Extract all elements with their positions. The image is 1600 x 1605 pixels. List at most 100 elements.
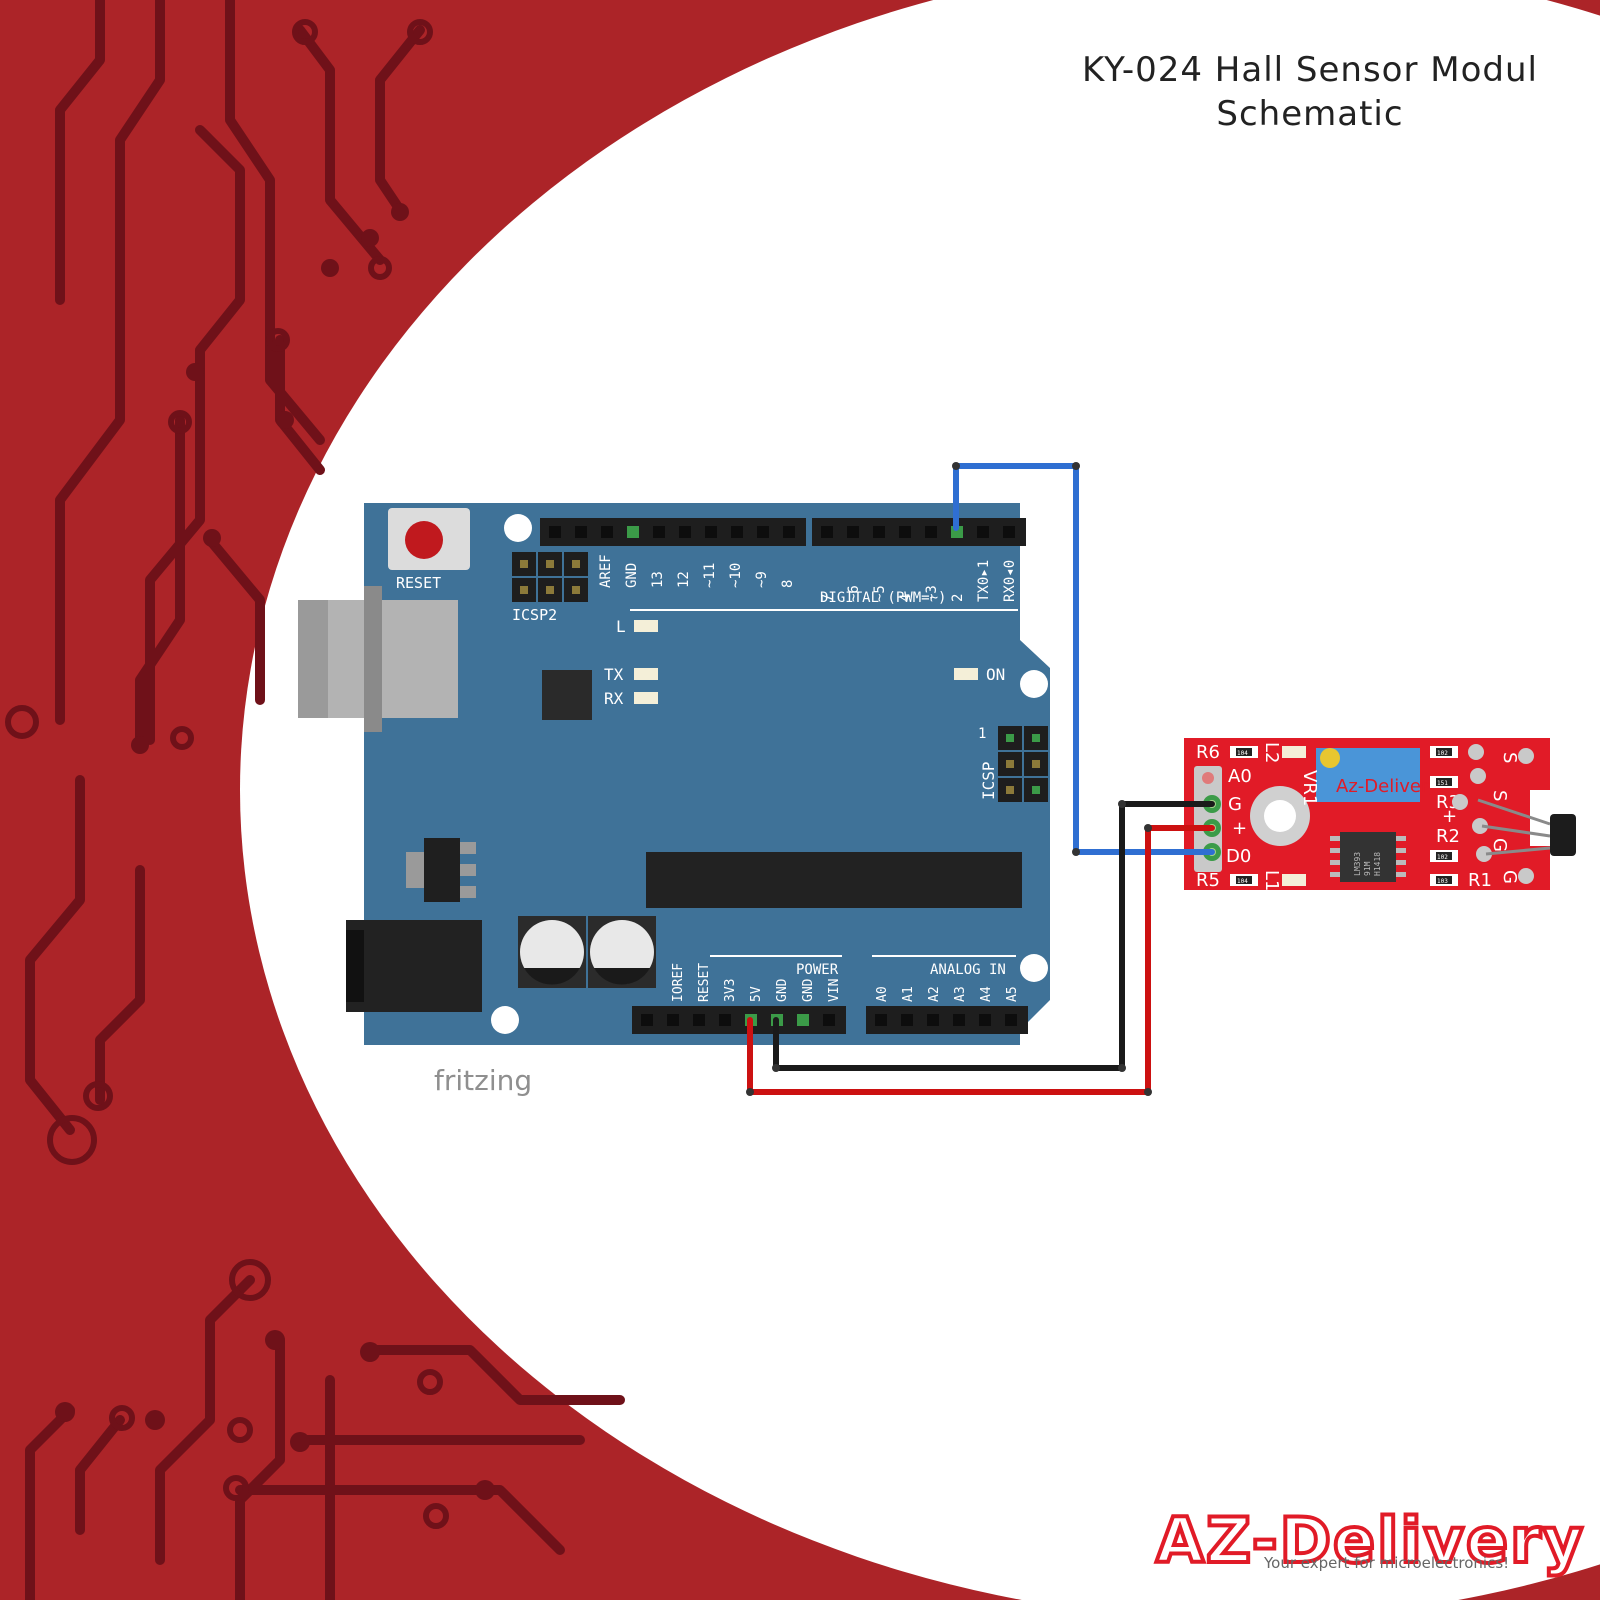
digital-header-left-pin bbox=[627, 526, 639, 538]
digital-header-left-pin bbox=[679, 526, 691, 538]
digital-header-left-pin bbox=[757, 526, 769, 538]
sensor-pad bbox=[1468, 744, 1484, 760]
circuit-ring-nodes bbox=[5, 19, 449, 1529]
digital-pin-label: ~5 bbox=[872, 585, 888, 602]
analog-pin-label: A5 bbox=[1005, 986, 1020, 1002]
usb-chip bbox=[542, 670, 592, 720]
chip-leg bbox=[1330, 872, 1340, 877]
module-label: R1 bbox=[1468, 870, 1492, 891]
regulator-leg bbox=[460, 886, 476, 898]
mounting-hole bbox=[491, 1006, 519, 1034]
icsp-pin-core bbox=[1032, 734, 1040, 742]
analog-pin-label: A2 bbox=[927, 986, 942, 1002]
power-header-pin bbox=[667, 1014, 679, 1026]
wire-bend bbox=[746, 1088, 754, 1096]
analog-pin-label: A4 bbox=[979, 986, 994, 1002]
module-label: + bbox=[1442, 806, 1457, 827]
resistor-body bbox=[1236, 748, 1252, 756]
analog-pin-label: A0 bbox=[875, 986, 890, 1002]
digital-header-right-pin bbox=[1003, 526, 1015, 538]
on-led bbox=[954, 668, 978, 680]
module-label: A0 bbox=[1228, 766, 1252, 787]
icsp-pin-core bbox=[1006, 760, 1014, 768]
icsp-pin-core bbox=[1006, 734, 1014, 742]
module-label: L1 bbox=[1261, 870, 1282, 891]
icsp-pin-core bbox=[1032, 786, 1040, 794]
power-pin-label: 3V3 bbox=[723, 979, 738, 1002]
digital-header-right-pin bbox=[873, 526, 885, 538]
digital-pin-label: 2 bbox=[950, 594, 966, 602]
regulator-tab bbox=[406, 852, 424, 888]
power-jack bbox=[346, 920, 482, 1012]
digital-pin-label: 4 bbox=[898, 594, 914, 602]
wire-bend bbox=[1144, 1088, 1152, 1096]
arduino-pcb bbox=[364, 503, 1050, 1045]
atmega-chip bbox=[646, 852, 1022, 908]
chip-leg bbox=[1330, 860, 1340, 865]
icsp-pin1-label: 1 bbox=[978, 726, 986, 742]
comparator-chip bbox=[1340, 832, 1396, 882]
digital-pin-label: 7 bbox=[820, 594, 836, 602]
power-jack-front bbox=[346, 930, 364, 1002]
digital-header-left-pin bbox=[653, 526, 665, 538]
digital-pin-label: ~6 bbox=[846, 585, 862, 602]
resistor-code: 102 bbox=[1437, 750, 1448, 757]
analog-label: ANALOG IN bbox=[930, 962, 1006, 978]
logo-tagline: Your expert for microelectronics! bbox=[1263, 1554, 1509, 1572]
module-label: D0 bbox=[1226, 846, 1251, 867]
resistor-body bbox=[1436, 852, 1452, 860]
module-label: R2 bbox=[1436, 826, 1460, 847]
chip-leg bbox=[1330, 848, 1340, 853]
chip-leg bbox=[1396, 860, 1406, 865]
digital-label: DIGITAL (PWM=~) bbox=[820, 590, 946, 606]
module-label: G bbox=[1228, 794, 1242, 815]
icsp2-pin-core bbox=[572, 560, 580, 568]
title-line-2: Schematic bbox=[1216, 94, 1404, 134]
digital-header-right-pin bbox=[925, 526, 937, 538]
digital-header-left-pin bbox=[731, 526, 743, 538]
power-header-pin bbox=[797, 1014, 809, 1026]
digital-header-right-pin bbox=[977, 526, 989, 538]
icsp2-pin-core bbox=[572, 586, 580, 594]
sensor-pad bbox=[1472, 818, 1488, 834]
potentiometer-screw bbox=[1320, 748, 1340, 768]
power-pin-label: IOREF bbox=[671, 963, 686, 1002]
resistor-code: 104 bbox=[1237, 750, 1248, 757]
chip-leg bbox=[1396, 836, 1406, 841]
resistor-body bbox=[1236, 876, 1252, 884]
l-led bbox=[634, 620, 658, 632]
module-label: S bbox=[1499, 752, 1520, 763]
chip-leg bbox=[1330, 836, 1340, 841]
module-mount-hole-inner bbox=[1264, 800, 1296, 832]
digital-header-right-housing bbox=[812, 518, 1026, 546]
power-pin-label: RESET bbox=[697, 963, 712, 1002]
module-label: G bbox=[1489, 838, 1510, 852]
module-pcb bbox=[1184, 738, 1550, 890]
wire-bend bbox=[952, 462, 960, 470]
analog-header-housing bbox=[866, 1006, 1028, 1034]
diagram-title: KY-024 Hall Sensor Modul Schematic bbox=[1040, 48, 1580, 136]
resistor-code: 102 bbox=[1437, 854, 1448, 861]
chip-leg bbox=[1396, 872, 1406, 877]
sensor-leads bbox=[1477, 798, 1551, 856]
hall-sensor bbox=[1550, 814, 1576, 856]
module-label: S bbox=[1489, 790, 1510, 801]
resistor-code: 104 bbox=[1237, 878, 1248, 885]
chip-text: 91M bbox=[1363, 861, 1372, 876]
digital-header-left-pin bbox=[549, 526, 561, 538]
module-label: VR1 bbox=[1299, 770, 1320, 806]
icsp-label: ICSP bbox=[979, 761, 998, 800]
fritzing-watermark: fritzing bbox=[434, 1064, 532, 1097]
power-pin-label: 5V bbox=[749, 986, 764, 1002]
usb-connector-flange bbox=[364, 586, 382, 732]
chip-text: H1418 bbox=[1373, 852, 1382, 876]
icsp2-pin-core bbox=[520, 586, 528, 594]
sensor-pad bbox=[1476, 846, 1492, 862]
mounting-hole bbox=[1020, 670, 1048, 698]
l-label: L bbox=[616, 617, 626, 636]
power-label: POWER bbox=[796, 962, 839, 978]
